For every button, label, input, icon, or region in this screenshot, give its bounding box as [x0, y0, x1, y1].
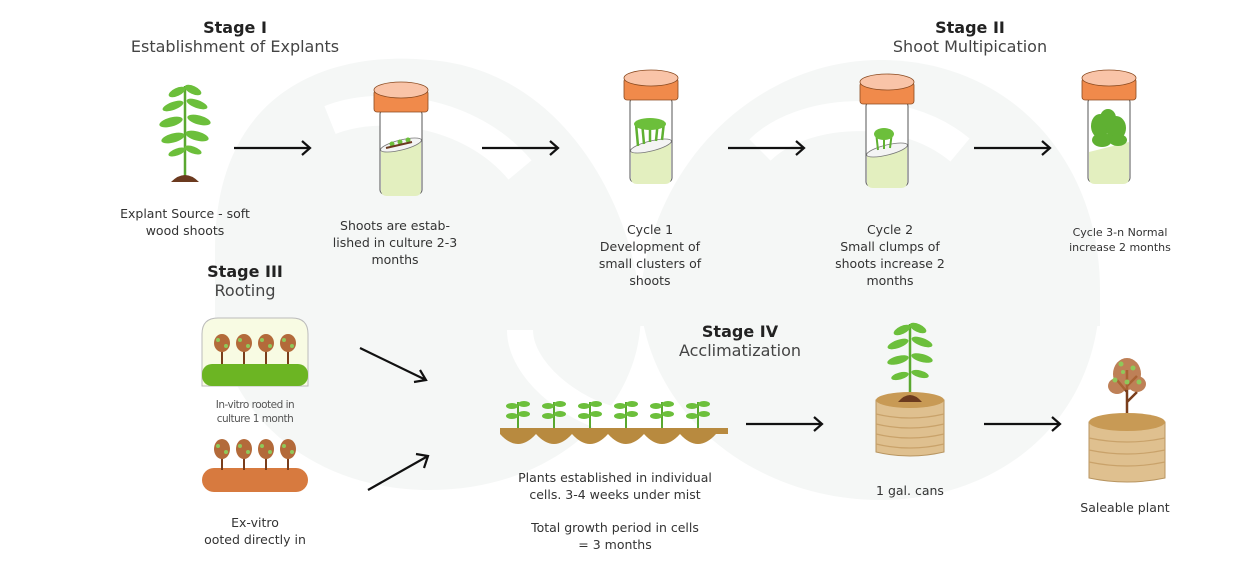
- arrow-down-right-icon[interactable]: [356, 344, 432, 386]
- ex-vitro-caption: Ex-vitro ooted directly in: [204, 515, 306, 547]
- cycle2-caption: Cycle 2 Small clumps of shoots increase …: [835, 222, 945, 288]
- stage-name: Establishment of Explants: [130, 37, 340, 57]
- cells-note: Total growth period in cells = 3 months: [531, 520, 699, 552]
- arrow-right-icon[interactable]: [972, 138, 1054, 158]
- in-vitro-rooting-icon: [201, 317, 309, 387]
- cycle3n-caption: Cycle 3-n Normal increase 2 months: [1069, 226, 1171, 254]
- culture-jar-icon: [1081, 69, 1137, 184]
- plant-seedling-icon: [159, 84, 211, 182]
- stage-2-heading: Stage II Shoot Multipication: [855, 18, 1085, 56]
- stage-3-heading: Stage III Rooting: [190, 262, 300, 300]
- stage-number: Stage II: [935, 18, 1005, 37]
- stage-name: Shoot Multipication: [892, 37, 1048, 57]
- saleable-caption: Saleable plant: [1080, 500, 1170, 515]
- arrow-up-right-icon[interactable]: [364, 450, 434, 494]
- potted-tree-icon: [1088, 358, 1166, 483]
- culture-jar-icon: [623, 69, 679, 184]
- cycle1-caption: Cycle 1 Development of small clusters of…: [598, 222, 702, 288]
- arrow-right-icon[interactable]: [982, 414, 1064, 434]
- stage-name: Acclimatization: [678, 341, 802, 361]
- stage-1-heading: Stage I Establishment of Explants: [110, 18, 360, 56]
- cans-caption: 1 gal. cans: [876, 483, 944, 498]
- stage-number: Stage I: [203, 18, 267, 37]
- stage-name: Rooting: [214, 281, 276, 301]
- stage-number: Stage III: [207, 262, 283, 281]
- arrow-right-icon[interactable]: [480, 138, 562, 158]
- culture-jar-icon: [373, 81, 429, 196]
- culture-jar-icon: [859, 73, 915, 188]
- explant-source-caption: Explant Source - soft wood shoots: [120, 206, 250, 238]
- cells-caption: Plants established in individual cells. …: [518, 470, 712, 502]
- arrow-right-icon[interactable]: [726, 138, 808, 158]
- ex-vitro-rooting-icon: [202, 439, 308, 492]
- arrow-right-icon[interactable]: [232, 138, 314, 158]
- stage-4-heading: Stage IV Acclimatization: [650, 322, 830, 360]
- stage-number: Stage IV: [701, 322, 779, 341]
- in-vitro-caption: In-vitro rooted in culture 1 month: [215, 399, 295, 426]
- seedling-tray-icon: [500, 401, 728, 444]
- arrow-right-icon[interactable]: [744, 414, 826, 434]
- establish-caption: Shoots are estab- lished in culture 2-3 …: [332, 218, 458, 267]
- potted-plant-icon: [875, 322, 945, 457]
